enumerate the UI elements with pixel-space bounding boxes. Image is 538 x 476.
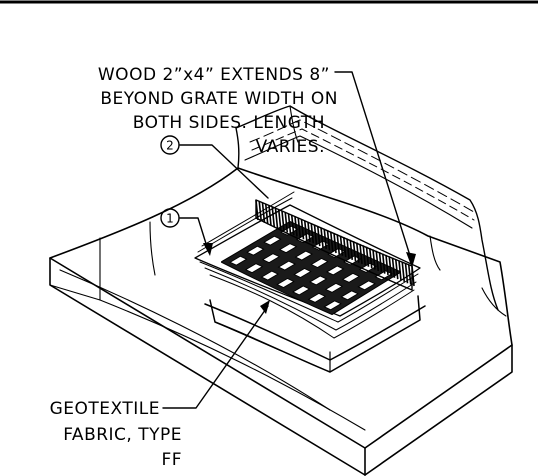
- grate-slot: [326, 265, 345, 276]
- callout-1-label: 1: [166, 212, 174, 226]
- wood-hatch-line: [336, 234, 341, 255]
- wood-hatch-line: [307, 221, 311, 243]
- wood-hatch-line: [329, 231, 334, 252]
- wood-hatch-line: [368, 248, 373, 269]
- wood-note-line-3: BOTH SIDES. LENGTH: [133, 113, 325, 133]
- wood-hatch-line: [294, 216, 298, 237]
- inlet-box: [204, 295, 426, 373]
- wood-hatch-line: [349, 239, 354, 260]
- grate-slot: [244, 263, 264, 274]
- wood-hatch-line: [359, 243, 363, 265]
- grate-slot: [340, 290, 359, 301]
- wood-hatch-line: [375, 250, 380, 271]
- wood-hatch-line: [385, 254, 389, 276]
- geotextile-note-line-2: FABRIC, TYPE: [63, 425, 182, 445]
- wood-hatch-line: [378, 252, 383, 273]
- grate-slot: [307, 292, 327, 303]
- wood-hatch-line: [310, 223, 315, 244]
- wood-hatch-line: [352, 241, 357, 262]
- wood-hatch-line: [398, 260, 402, 281]
- callout-2: 2: [160, 135, 180, 155]
- wood-hatch-line: [326, 230, 331, 251]
- wood-hatch-line: [290, 215, 295, 236]
- wood-hatch-line: [258, 201, 263, 222]
- grate-slot: [324, 282, 344, 293]
- grate-slot: [278, 243, 298, 254]
- wood-note-line-2: BEYOND GRATE WIDTH ON: [100, 89, 338, 109]
- wood-hatch-line: [411, 265, 415, 287]
- wood-hatch-line: [333, 232, 337, 254]
- grate-slot: [277, 260, 296, 271]
- wood-hatch-line: [277, 209, 282, 230]
- grate: [221, 221, 401, 315]
- wood-hatch-line: [401, 261, 406, 282]
- wood-hatch-line: [261, 202, 266, 223]
- callout-1: 1: [160, 208, 180, 228]
- wood-hatch-line: [284, 212, 289, 233]
- wood-hatch-line: [255, 199, 259, 221]
- wood-hatch-line: [313, 224, 318, 245]
- wood-note-line-1: WOOD 2”x4” EXTENDS 8”: [98, 65, 330, 85]
- geotextile-note: GEOTEXTILE FABRIC, TYPE FF: [50, 399, 182, 470]
- wood-hatch-line: [391, 257, 396, 278]
- wood-hatch-line: [300, 219, 305, 240]
- callout-2-label: 2: [166, 139, 174, 153]
- leader-lines: [162, 71, 416, 409]
- wood-hatch-line: [316, 226, 321, 247]
- grate-slot: [341, 272, 361, 283]
- geotextile-note-line-3: FF: [161, 450, 182, 470]
- grate-slot: [357, 280, 376, 291]
- wood-hatch-line: [303, 220, 308, 241]
- grate-slot: [309, 275, 328, 286]
- ground-block: [49, 105, 513, 476]
- wood-hatch-line: [381, 253, 386, 274]
- wood-hatch-line: [339, 235, 344, 256]
- wood-note-line-4: VARIES.: [256, 137, 325, 157]
- wood-hatch-line: [362, 245, 367, 266]
- grate-slot: [263, 235, 282, 246]
- grate-slot: [310, 258, 329, 268]
- wood-hatch-line: [407, 264, 412, 285]
- grate-slot: [323, 300, 342, 311]
- wood-hatch-line: [268, 205, 272, 226]
- wood-note: WOOD 2”x4” EXTENDS 8” BEYOND GRATE WIDTH…: [98, 65, 338, 157]
- wood-hatch-line: [394, 259, 399, 280]
- wood-hatch-line: [287, 213, 292, 234]
- wood-hatch-line: [323, 228, 328, 249]
- geotextile-note-line-1: GEOTEXTILE: [50, 399, 160, 419]
- wood-hatch-line: [365, 246, 370, 267]
- wood-hatch-line: [271, 206, 276, 227]
- grate-slot: [293, 268, 312, 278]
- wood-2x4-board: [255, 199, 415, 291]
- grate-slot: [276, 278, 295, 288]
- grate-slot: [261, 253, 281, 264]
- grate-fill: [222, 222, 400, 314]
- wood-hatch-line: [274, 208, 279, 229]
- wood-hatch-line: [281, 210, 285, 232]
- grate-slot: [246, 245, 265, 256]
- wood-hatch-line: [297, 217, 302, 238]
- wood-hatch-line: [264, 204, 269, 225]
- grate-slot: [292, 285, 311, 296]
- wood-hatch-line: [342, 237, 347, 258]
- wood-hatch-line: [346, 238, 350, 259]
- wood-hatch-line: [404, 263, 409, 284]
- wood-hatch-line: [320, 227, 324, 248]
- wood-hatch-line: [355, 242, 360, 263]
- grate-slot: [294, 250, 313, 261]
- wood-hatch-line: [388, 256, 393, 277]
- grate-slot: [229, 255, 248, 266]
- wood-hatch-line: [372, 249, 376, 270]
- grate-slot: [260, 270, 279, 281]
